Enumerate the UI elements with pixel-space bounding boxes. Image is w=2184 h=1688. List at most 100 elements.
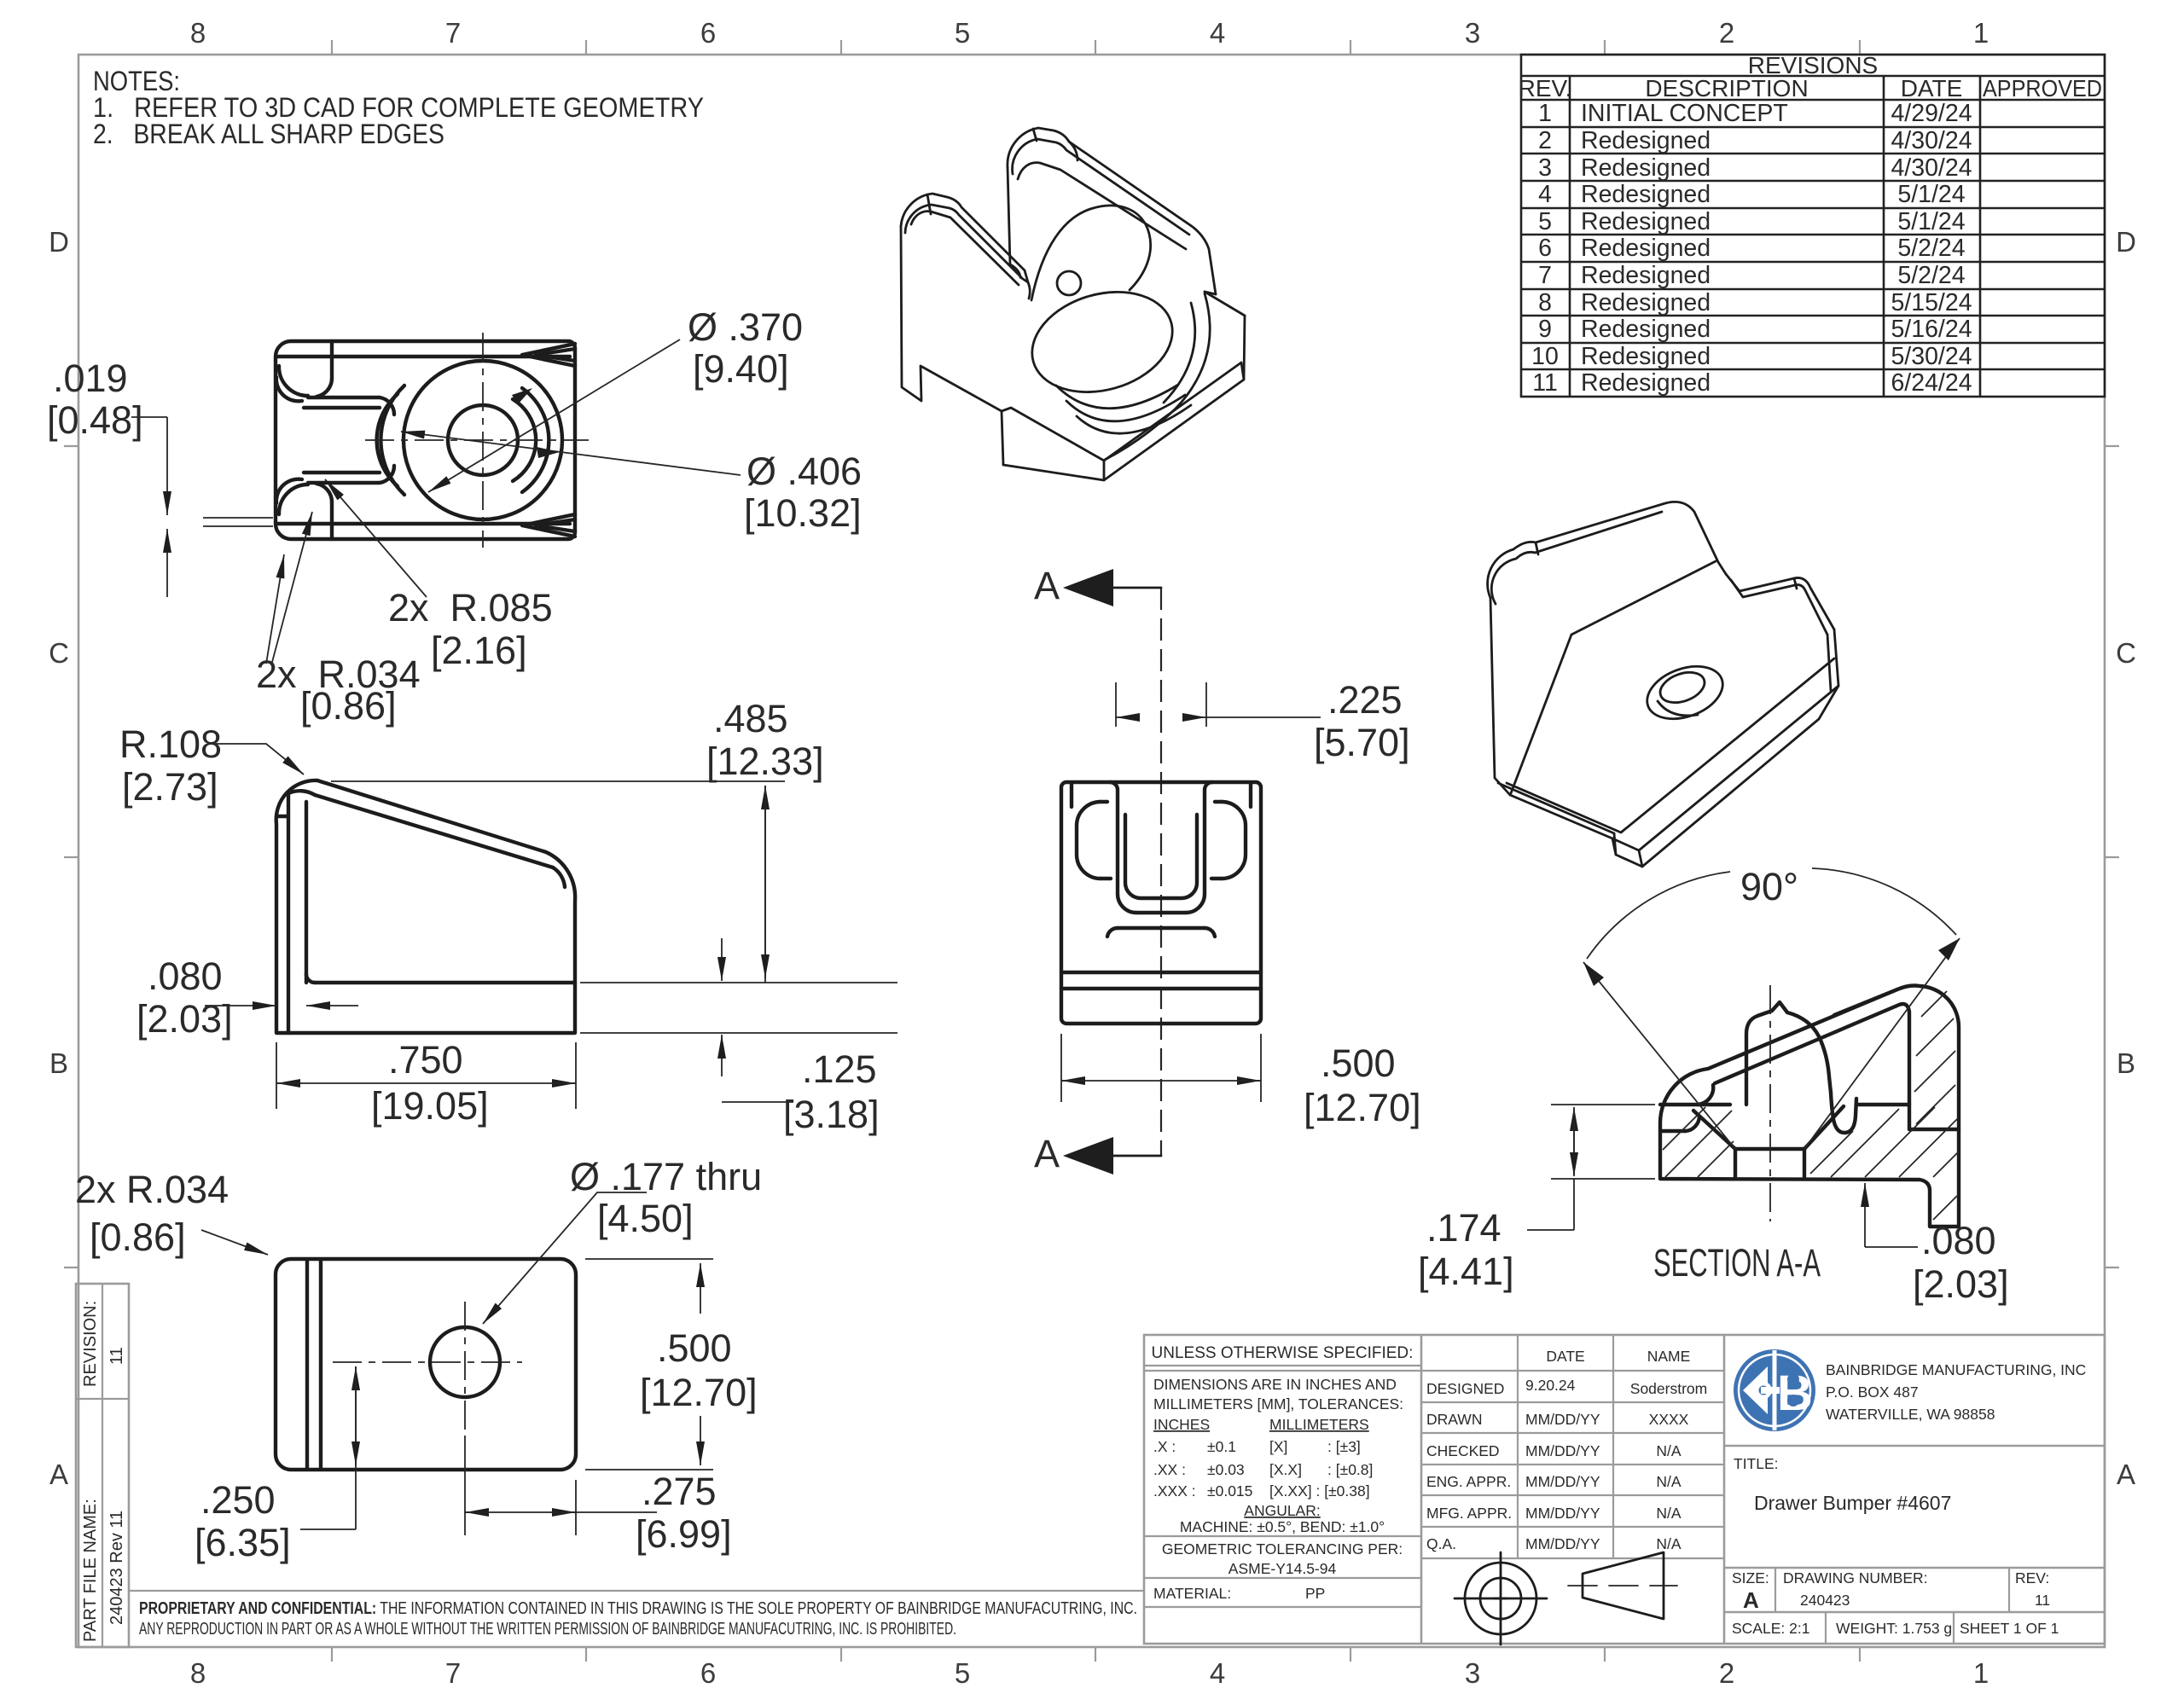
svg-text:MM/DD/YY: MM/DD/YY — [1525, 1505, 1600, 1522]
svg-text:2: 2 — [1538, 127, 1552, 154]
svg-text:4/30/24: 4/30/24 — [1891, 127, 1972, 154]
svg-text:[2.16]: [2.16] — [431, 629, 527, 672]
svg-text:[2.73]: [2.73] — [122, 765, 218, 809]
svg-text:7: 7 — [1538, 262, 1552, 289]
svg-text:.080: .080 — [1921, 1219, 1996, 1262]
svg-text:±0.03: ±0.03 — [1207, 1461, 1245, 1478]
svg-text:A: A — [1743, 1587, 1759, 1613]
svg-text:[3.18]: [3.18] — [783, 1093, 880, 1136]
svg-text:7: 7 — [445, 1657, 461, 1688]
svg-text:Redesigned: Redesigned — [1581, 127, 1711, 154]
svg-text:A: A — [1034, 564, 1060, 607]
svg-text:.750: .750 — [388, 1038, 463, 1082]
svg-text:240423 Rev 11: 240423 Rev 11 — [107, 1511, 126, 1625]
svg-text:Redesigned: Redesigned — [1581, 235, 1711, 262]
svg-text:1: 1 — [1973, 1657, 1989, 1688]
svg-text:11: 11 — [1532, 369, 1558, 397]
svg-text:[6.35]: [6.35] — [195, 1521, 291, 1564]
svg-text:5/15/24: 5/15/24 — [1891, 289, 1972, 316]
svg-text:Drawer Bumper #4607: Drawer Bumper #4607 — [1754, 1492, 1951, 1514]
svg-text:ASME-Y14.5-94: ASME-Y14.5-94 — [1228, 1560, 1337, 1577]
svg-text:8: 8 — [1538, 289, 1552, 316]
svg-text:[12.70]: [12.70] — [640, 1371, 758, 1414]
svg-text:DRAWN: DRAWN — [1426, 1411, 1482, 1428]
svg-text:240423: 240423 — [1800, 1592, 1850, 1609]
svg-text:PROPRIETARY AND CONFIDENTIAL:: PROPRIETARY AND CONFIDENTIAL: THE INFORM… — [139, 1598, 1137, 1618]
svg-text:90°: 90° — [1740, 865, 1798, 908]
svg-text:±0.1: ±0.1 — [1207, 1438, 1236, 1455]
svg-text:MM/DD/YY: MM/DD/YY — [1525, 1411, 1600, 1428]
svg-text:1. REFER TO 3D CAD FOR COMPL: 1. REFER TO 3D CAD FOR COMPLETE GEOMETRY — [93, 92, 704, 123]
svg-text:[X]: [X] — [1269, 1438, 1287, 1455]
svg-text:10: 10 — [1531, 343, 1559, 370]
svg-text:REV:: REV: — [2015, 1569, 2049, 1586]
svg-text:WEIGHT: 1.753 g: WEIGHT: 1.753 g — [1836, 1620, 1952, 1637]
svg-text:2: 2 — [1719, 1657, 1734, 1688]
svg-text:B: B — [2117, 1047, 2135, 1079]
svg-text:INCHES: INCHES — [1153, 1416, 1210, 1433]
svg-text:4/29/24: 4/29/24 — [1891, 100, 1972, 127]
svg-text:2. BREAK ALL SHARP EDGES: 2. BREAK ALL SHARP EDGES — [93, 119, 444, 149]
svg-text:N/A: N/A — [1656, 1505, 1682, 1522]
svg-text:5/16/24: 5/16/24 — [1891, 316, 1972, 343]
svg-text:4/30/24: 4/30/24 — [1891, 154, 1972, 182]
svg-text:[9.40]: [9.40] — [693, 347, 789, 391]
svg-text:NOTES:: NOTES: — [93, 66, 180, 96]
svg-text:D: D — [49, 226, 69, 258]
svg-text:2x R.034: 2x R.034 — [256, 653, 421, 696]
svg-text:3: 3 — [1465, 17, 1480, 49]
svg-text:MFG. APPR.: MFG. APPR. — [1426, 1505, 1512, 1522]
svg-text:Redesigned: Redesigned — [1581, 343, 1711, 370]
svg-text:[0.86]: [0.86] — [90, 1215, 186, 1259]
svg-text:[10.32]: [10.32] — [744, 491, 862, 535]
svg-text:.019: .019 — [53, 357, 128, 400]
svg-text:DIMENSIONS ARE IN INCHES AND: DIMENSIONS ARE IN INCHES AND — [1153, 1376, 1397, 1393]
svg-text:.225: .225 — [1327, 678, 1403, 722]
svg-text:9: 9 — [1538, 316, 1552, 343]
svg-text:SHEET 1 OF 1: SHEET 1 OF 1 — [1960, 1620, 2059, 1637]
svg-text:.XX :: .XX : — [1153, 1461, 1186, 1478]
svg-text:Redesigned: Redesigned — [1581, 262, 1711, 289]
svg-text:Ø .406: Ø .406 — [746, 450, 862, 493]
svg-text:5/2/24: 5/2/24 — [1897, 235, 1965, 262]
svg-text:4: 4 — [1210, 1657, 1225, 1688]
svg-text:Redesigned: Redesigned — [1581, 208, 1711, 235]
svg-text:5/30/24: 5/30/24 — [1891, 343, 1972, 370]
svg-text:[2.03]: [2.03] — [1913, 1262, 2009, 1306]
svg-text:PP: PP — [1305, 1585, 1325, 1602]
svg-text:.X :: .X : — [1153, 1438, 1176, 1455]
svg-text:6: 6 — [700, 17, 716, 49]
svg-text:.485: .485 — [713, 697, 788, 740]
svg-text:D: D — [2116, 226, 2136, 258]
svg-text:REVISION:: REVISION: — [81, 1301, 100, 1387]
svg-text:1: 1 — [1973, 17, 1989, 49]
svg-text:2x R.085: 2x R.085 — [388, 586, 553, 629]
svg-text:SCALE: 2:1: SCALE: 2:1 — [1732, 1620, 1809, 1637]
svg-text:NAME: NAME — [1647, 1348, 1691, 1365]
svg-text:[0.48]: [0.48] — [47, 398, 143, 442]
svg-text:.XXX :: .XXX : — [1153, 1482, 1196, 1499]
svg-text:[X.XX] : [±0.38]: [X.XX] : [±0.38] — [1269, 1482, 1370, 1499]
svg-text:2: 2 — [1719, 17, 1734, 49]
svg-text:9.20.24: 9.20.24 — [1525, 1377, 1576, 1394]
svg-text:: [±3]: : [±3] — [1327, 1438, 1361, 1455]
svg-text:ANY REPRODUCTION IN PART OR AS: ANY REPRODUCTION IN PART OR AS A WHOLE W… — [139, 1619, 956, 1639]
svg-text:3: 3 — [1465, 1657, 1480, 1688]
svg-text:Redesigned: Redesigned — [1581, 369, 1711, 397]
svg-text:UNLESS OTHERWISE SPECIFIED:: UNLESS OTHERWISE SPECIFIED: — [1152, 1344, 1414, 1362]
svg-text:.275: .275 — [642, 1470, 717, 1513]
svg-text:SECTION A-A: SECTION A-A — [1653, 1241, 1821, 1285]
svg-text:11: 11 — [2035, 1592, 2050, 1609]
svg-text:MACHINE: ±0.5°, BEND: ±1.0°: MACHINE: ±0.5°, BEND: ±1.0° — [1180, 1518, 1385, 1535]
svg-text:MATERIAL:: MATERIAL: — [1153, 1585, 1231, 1602]
svg-text:5: 5 — [1538, 208, 1552, 235]
svg-text:DATE: DATE — [1901, 75, 1963, 102]
svg-text:R.108: R.108 — [119, 722, 222, 766]
svg-text:.080: .080 — [148, 954, 223, 998]
svg-text:: [±0.8]: : [±0.8] — [1327, 1461, 1373, 1478]
svg-text:5/1/24: 5/1/24 — [1897, 181, 1965, 208]
svg-text:A: A — [2117, 1459, 2135, 1490]
svg-text:XXXX: XXXX — [1649, 1411, 1689, 1428]
svg-text:3: 3 — [1538, 154, 1552, 182]
svg-text:1: 1 — [1538, 100, 1552, 127]
